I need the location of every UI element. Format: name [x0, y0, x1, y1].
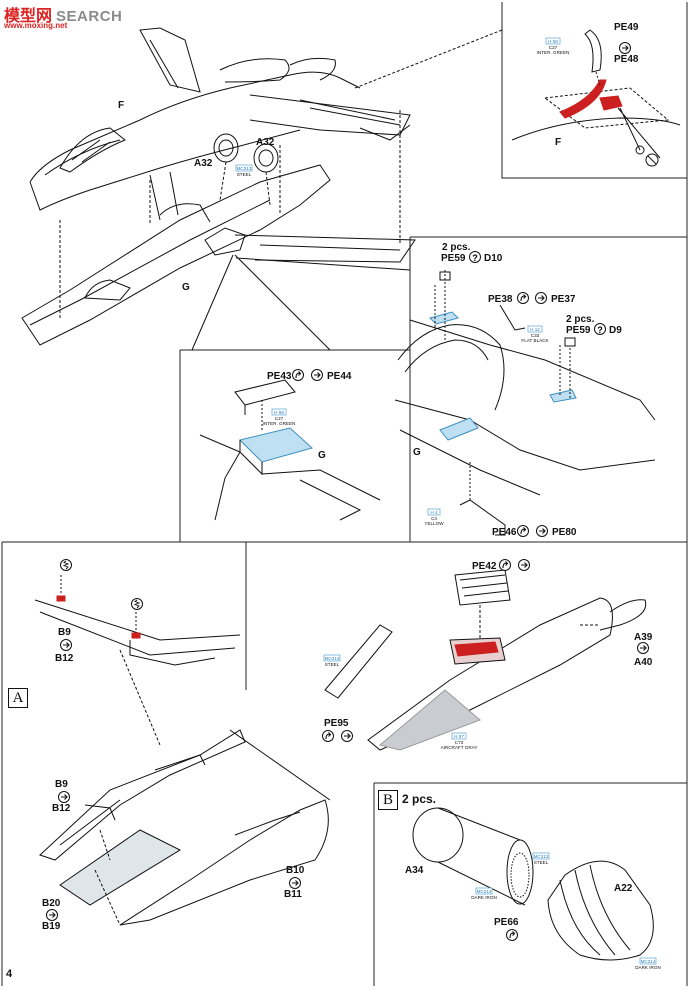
callout-h4: H 4 C4 YELLOW	[424, 508, 444, 526]
lower-fuselage-drawing	[21, 110, 416, 351]
callout-h12: H 12 C33 FLAT BLACK	[521, 325, 550, 343]
label-pe49: PE49	[614, 22, 639, 33]
svg-text:H 58: H 58	[548, 39, 558, 44]
label-pe37: PE37	[551, 294, 576, 305]
a32-wheels	[213, 133, 279, 206]
label-pe43: PE43	[267, 371, 292, 382]
callout-mc214-b2: MC214 DARK IRON	[635, 957, 661, 970]
label-b12-top: B12	[55, 653, 74, 664]
callout-mc214-b1: MC214 DARK IRON	[471, 887, 497, 900]
svg-text:YELLOW: YELLOW	[424, 521, 444, 526]
page-number: 4	[6, 968, 13, 980]
inset-top-right	[511, 29, 681, 167]
label-a39: A39	[634, 632, 653, 643]
label-b10: B10	[286, 865, 305, 876]
label-qty-top: 2 pcs.	[442, 242, 471, 253]
assembly-b	[412, 807, 654, 961]
svg-text:MC214: MC214	[641, 959, 656, 964]
label-f-main: F	[118, 100, 124, 111]
callout-h58-mid: H 58 C27 INTER. GREEN	[263, 408, 296, 426]
label-b20: B20	[42, 898, 61, 909]
callout-mc213-top: MC213 STEEL	[235, 164, 253, 177]
label-pe59-top: PE59	[441, 253, 466, 264]
main-fuselage-drawing	[29, 27, 503, 211]
assembly-a	[39, 649, 331, 926]
icons	[45, 41, 650, 942]
label-b19: B19	[42, 921, 61, 932]
svg-text:STEEL: STEEL	[534, 860, 549, 865]
svg-text:MC213: MC213	[534, 854, 549, 859]
label-pe38: PE38	[488, 294, 513, 305]
callout-mc213-b: MC213 STEEL	[532, 852, 550, 865]
label-a22: A22	[614, 883, 633, 894]
label-pe48: PE48	[614, 54, 639, 65]
label-b9-top: B9	[58, 627, 71, 638]
label-a40: A40	[634, 657, 653, 668]
svg-text:AIRCRAFT GRAY: AIRCRAFT GRAY	[441, 745, 478, 750]
step-b-label: B	[378, 790, 398, 810]
svg-text:H 12: H 12	[530, 327, 540, 332]
callout-mc213-pe95: MC213 STEEL	[323, 654, 341, 667]
label-b12-bottom: B12	[52, 803, 71, 814]
svg-text:C73: C73	[455, 740, 464, 745]
svg-text:MC213: MC213	[237, 166, 252, 171]
label-pe80: PE80	[552, 527, 577, 538]
step-a-label: A	[8, 688, 28, 708]
detail-pe43	[199, 379, 381, 521]
label-b9-bottom: B9	[55, 779, 68, 790]
label-pe66: PE66	[494, 917, 519, 928]
svg-text:MC214: MC214	[477, 889, 492, 894]
detail-cockpit-right	[394, 270, 656, 536]
label-b11: B11	[284, 889, 302, 900]
label-a32-right: A32	[256, 137, 275, 148]
svg-text:STEEL: STEEL	[325, 662, 340, 667]
callout-h58-top: H 58 C27 INTER. GREEN	[537, 37, 570, 55]
svg-text:MC213: MC213	[325, 656, 340, 661]
label-pe42: PE42	[472, 561, 497, 572]
svg-text:C4: C4	[431, 516, 437, 521]
detail-nose	[324, 569, 647, 751]
svg-text:INTER. GREEN: INTER. GREEN	[537, 50, 570, 55]
watermark-en: SEARCH	[56, 8, 123, 25]
label-g-right: G	[413, 447, 421, 458]
callout-h57: H 57 C73 AIRCRAFT GRAY	[441, 732, 478, 750]
label-a34: A34	[405, 865, 424, 876]
label-a32-left: A32	[194, 158, 213, 169]
step-b-qty: 2 pcs.	[402, 792, 437, 806]
label-pe95: PE95	[324, 718, 349, 729]
label-g-center: G	[318, 450, 326, 461]
label-d10: D10	[484, 253, 503, 264]
svg-text:C27: C27	[275, 416, 284, 421]
svg-text:INTER. GREEN: INTER. GREEN	[263, 421, 296, 426]
label-qty-mid: 2 pcs.	[566, 314, 595, 325]
svg-text:H 58: H 58	[274, 410, 284, 415]
svg-text:FLAT BLACK: FLAT BLACK	[521, 338, 549, 343]
svg-text:DARK IRON: DARK IRON	[635, 965, 661, 970]
label-pe59-mid: PE59	[566, 325, 591, 336]
svg-text:DARK IRON: DARK IRON	[471, 895, 497, 900]
watermark-cn: 模型网	[4, 8, 53, 25]
svg-text:C33: C33	[531, 333, 540, 338]
svg-text:H 4: H 4	[430, 510, 438, 515]
label-d9: D9	[609, 325, 622, 336]
part-labels: F G A32 A32 PE49 PE48 F 2 pcs. PE59 D10 …	[42, 22, 653, 932]
label-pe46: PE46	[492, 527, 517, 538]
detail-b9	[34, 575, 241, 666]
label-f-inset: F	[555, 137, 561, 148]
svg-text:H 57: H 57	[454, 734, 464, 739]
svg-text:C27: C27	[549, 45, 558, 50]
watermark-url: www.moxing.net	[4, 21, 68, 30]
svg-text:STEEL: STEEL	[237, 172, 252, 177]
label-pe44: PE44	[327, 371, 352, 382]
color-callouts: H 58 C27 INTER. GREEN MC213 STEEL H 12 C…	[235, 37, 661, 970]
label-g-main: G	[182, 282, 190, 293]
